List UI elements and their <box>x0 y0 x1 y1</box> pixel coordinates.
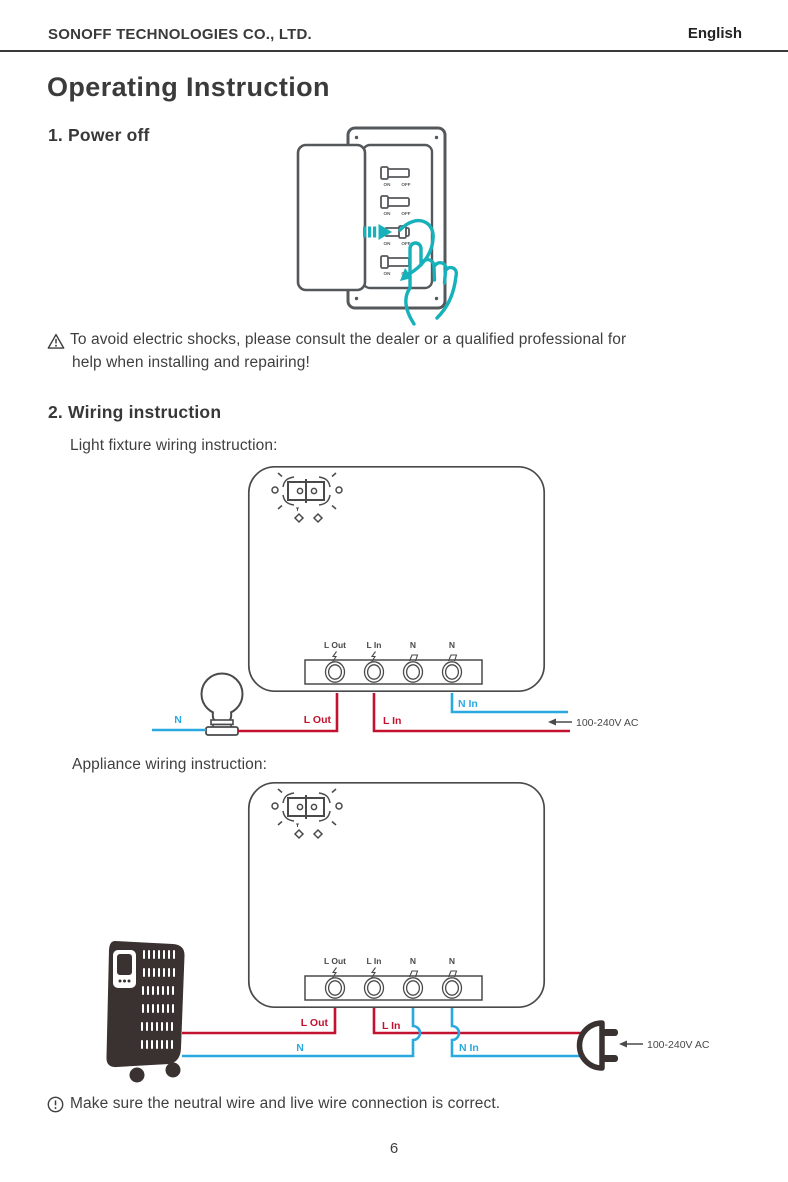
left-arrow-icon <box>619 1040 627 1048</box>
wires <box>182 1008 584 1058</box>
note-text: Make sure the neutral wire and live wire… <box>70 1095 501 1112</box>
label-nin: N In <box>459 1042 479 1054</box>
push-arrow-icon <box>363 224 392 240</box>
terminal-label-n1: N <box>410 640 416 650</box>
label-lin: L In <box>383 715 401 727</box>
panel-door <box>296 143 367 292</box>
language-label: English <box>687 25 742 42</box>
appliance-wiring-diagram: L Out L In N N In 100-240V AC <box>106 781 710 1083</box>
load-icon <box>447 654 458 662</box>
page-title: Operating Instruction <box>47 72 330 102</box>
load-icon <box>408 654 419 662</box>
switch-row-2: ON OFF <box>380 195 411 216</box>
supply-label: 100-240V AC <box>647 1039 710 1051</box>
device-button-art <box>271 472 343 524</box>
label-lout: L Out <box>304 714 332 726</box>
light-bulb-icon <box>200 672 244 736</box>
terminal-holes <box>324 661 463 683</box>
supply-callout: 100-240V AC <box>619 1039 710 1051</box>
switch-on-label: ON <box>384 271 392 276</box>
nin-wire <box>450 693 568 714</box>
warning-triangle-icon <box>47 333 65 349</box>
nin-wire <box>450 1008 584 1058</box>
switch-row-1: ON OFF <box>380 166 411 187</box>
appliance-diagram-caption: Appliance wiring instruction: <box>72 756 268 773</box>
label-n: N <box>174 714 182 726</box>
lout-wire <box>182 1008 337 1035</box>
terminal-labels: L Out L In N N <box>324 640 455 650</box>
wires <box>152 693 570 733</box>
terminal-symbol-icons <box>331 651 458 663</box>
neutral-wire <box>182 1008 422 1058</box>
switch-on-label: ON <box>384 241 392 246</box>
section-heading-power-off: 1. Power off <box>48 125 150 145</box>
lout-wire <box>238 693 339 733</box>
power-off-illustration: ON OFF ON OFF ON OFF ON OFF <box>296 126 458 326</box>
smart-switch-device <box>247 781 546 1009</box>
switch-off-label: OFF <box>401 241 410 246</box>
label-nin: N In <box>458 698 478 710</box>
switch-off-label: OFF <box>401 211 410 216</box>
pointing-hand-icon <box>398 218 458 326</box>
power-plug-icon <box>576 1020 618 1071</box>
section-heading-wiring: 2. Wiring instruction <box>48 402 222 422</box>
terminal-label-lout: L Out <box>324 640 346 650</box>
lightning-icon <box>370 651 377 663</box>
heater-vents <box>141 950 175 1049</box>
wire-labels: N L Out L In N In <box>174 698 478 727</box>
smart-switch-device: L Out L In N N <box>247 465 546 693</box>
supply-label: 100-240V AC <box>576 717 639 729</box>
switch-on-label: ON <box>384 182 392 187</box>
exclamation-circle-icon <box>47 1096 64 1113</box>
light-fixture-wiring-diagram: L Out L In N N <box>152 465 639 736</box>
header-divider <box>0 50 788 52</box>
light-diagram-caption: Light fixture wiring instruction: <box>70 437 278 454</box>
heater-icon <box>106 941 185 1083</box>
lightning-icon <box>331 651 338 663</box>
label-n: N <box>296 1042 304 1054</box>
lin-wire <box>372 693 570 733</box>
label-lin: L In <box>382 1020 400 1032</box>
page-number: 6 <box>389 1140 399 1157</box>
company-name: SONOFF TECHNOLOGIES CO., LTD. <box>48 26 312 43</box>
left-arrow-icon <box>548 718 556 726</box>
lin-wire <box>372 1008 584 1035</box>
terminal-label-n2: N <box>449 640 455 650</box>
warning-text-line2: help when installing and repairing! <box>72 354 310 371</box>
supply-callout: 100-240V AC <box>548 717 639 729</box>
breaker-box <box>296 126 447 310</box>
warning-text-line1: To avoid electric shocks, please consult… <box>70 331 627 348</box>
terminal-label-lin: L In <box>367 640 382 650</box>
switch-on-label: ON <box>384 211 392 216</box>
switch-off-label: OFF <box>401 182 410 187</box>
wire-labels: L Out L In N N In <box>296 1017 479 1054</box>
label-lout: L Out <box>301 1017 329 1029</box>
